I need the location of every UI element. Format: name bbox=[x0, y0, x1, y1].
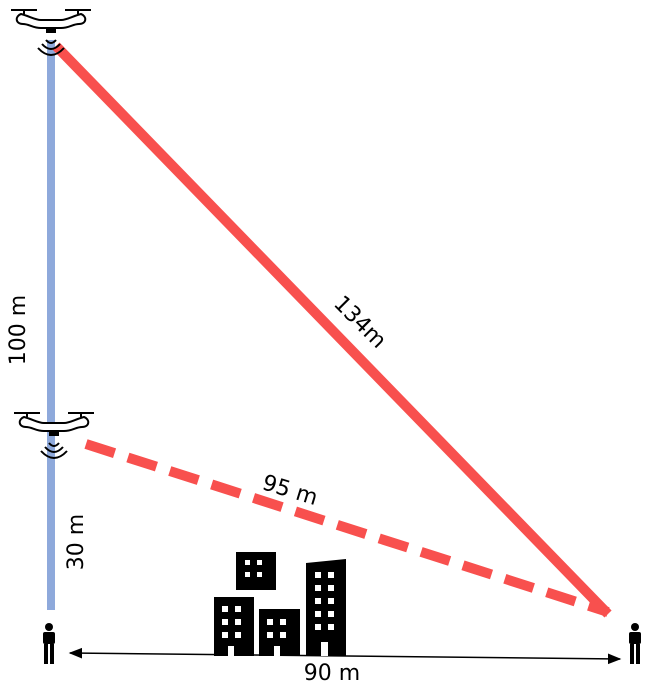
signal-waves-icon bbox=[37, 39, 65, 56]
drone-icon bbox=[11, 9, 91, 33]
high-drone-link-line bbox=[52, 42, 612, 618]
person-icon bbox=[43, 623, 55, 664]
person-icon bbox=[629, 623, 641, 664]
ground-distance-label: 90 m bbox=[304, 661, 360, 686]
drone-icon bbox=[14, 412, 94, 436]
low-drone-link-line bbox=[84, 439, 610, 617]
lower-height-label: 30 m bbox=[64, 514, 89, 570]
upper-height-label: 100 m bbox=[6, 295, 31, 365]
building-windows bbox=[222, 560, 334, 656]
signal-waves-icon bbox=[40, 442, 68, 459]
building-icon bbox=[214, 552, 346, 656]
long-link-label: 134m bbox=[328, 291, 391, 354]
